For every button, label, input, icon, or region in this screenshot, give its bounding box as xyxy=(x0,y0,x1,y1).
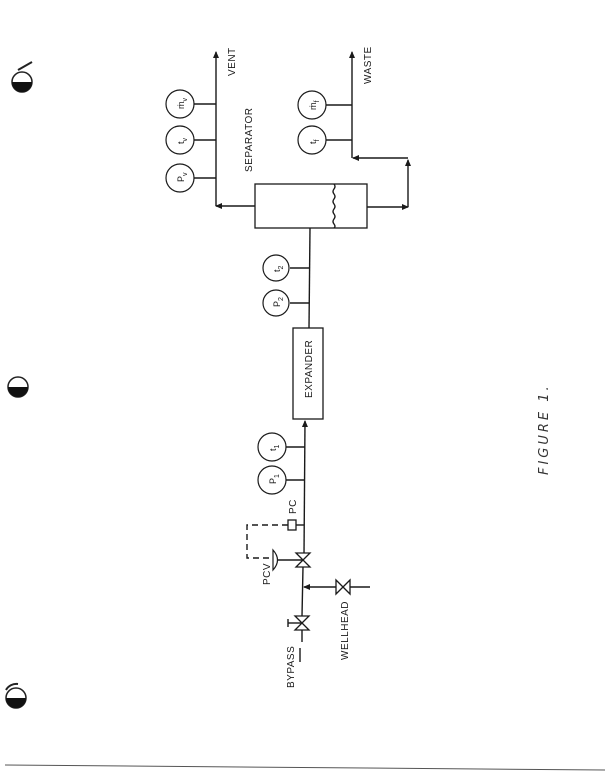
svg-text:ṁv: ṁv xyxy=(176,98,189,110)
wellhead-header-line xyxy=(301,566,304,617)
vent-line xyxy=(194,51,255,209)
wellhead-valve xyxy=(335,578,351,596)
vent-temperature-gauge: tv xyxy=(165,125,195,155)
binder-hole-icon xyxy=(11,61,33,93)
wellhead-label: WELLHEAD xyxy=(340,601,351,660)
pressure-control-valve: PCV xyxy=(262,548,312,585)
svg-text:tf: tf xyxy=(308,139,321,144)
vent-label: VENT xyxy=(227,47,238,76)
page-edge-line xyxy=(4,764,606,771)
expander-outlet-line xyxy=(290,227,311,329)
svg-text:PC: PC xyxy=(288,499,299,514)
svg-text:tv: tv xyxy=(176,137,189,144)
waste-label: WASTE xyxy=(363,46,374,84)
waste-line xyxy=(326,51,411,210)
inlet-pressure-gauge: P1 xyxy=(257,465,287,495)
bypass-label: BYPASS xyxy=(286,646,297,688)
pcv-label: PCV xyxy=(262,563,273,585)
figure-caption: FIGURE 1. xyxy=(537,383,552,475)
inlet-temperature-gauge: t1 xyxy=(257,432,287,462)
pressure-controller: PC xyxy=(246,499,299,559)
liquid-level-line xyxy=(332,183,336,229)
outlet-pressure-gauge: P2 xyxy=(262,289,290,317)
svg-text:P1: P1 xyxy=(268,474,281,484)
svg-text:P2: P2 xyxy=(272,297,285,307)
svg-text:Pv: Pv xyxy=(176,172,189,182)
expander-label: EXPANDER xyxy=(304,340,315,398)
expander-inlet-line xyxy=(286,420,308,556)
svg-text:t2: t2 xyxy=(272,265,285,272)
vent-flow-meter: ṁv xyxy=(165,89,195,119)
separator-label: SEPARATOR xyxy=(244,107,255,172)
binder-hole-icon xyxy=(7,376,29,398)
waste-temperature-gauge: tf xyxy=(297,125,327,155)
outlet-temperature-gauge: t2 xyxy=(262,254,290,282)
svg-text:ṁf: ṁf xyxy=(308,101,321,111)
binder-hole-icon xyxy=(5,682,27,709)
expander-unit: EXPANDER xyxy=(292,327,324,420)
separator-vessel xyxy=(254,183,368,229)
bypass-valve xyxy=(287,615,311,662)
wellhead-inlet-line xyxy=(303,578,370,596)
svg-text:t1: t1 xyxy=(268,444,281,451)
waste-flow-meter: ṁf xyxy=(297,90,327,120)
vent-pressure-gauge: Pv xyxy=(165,163,195,193)
